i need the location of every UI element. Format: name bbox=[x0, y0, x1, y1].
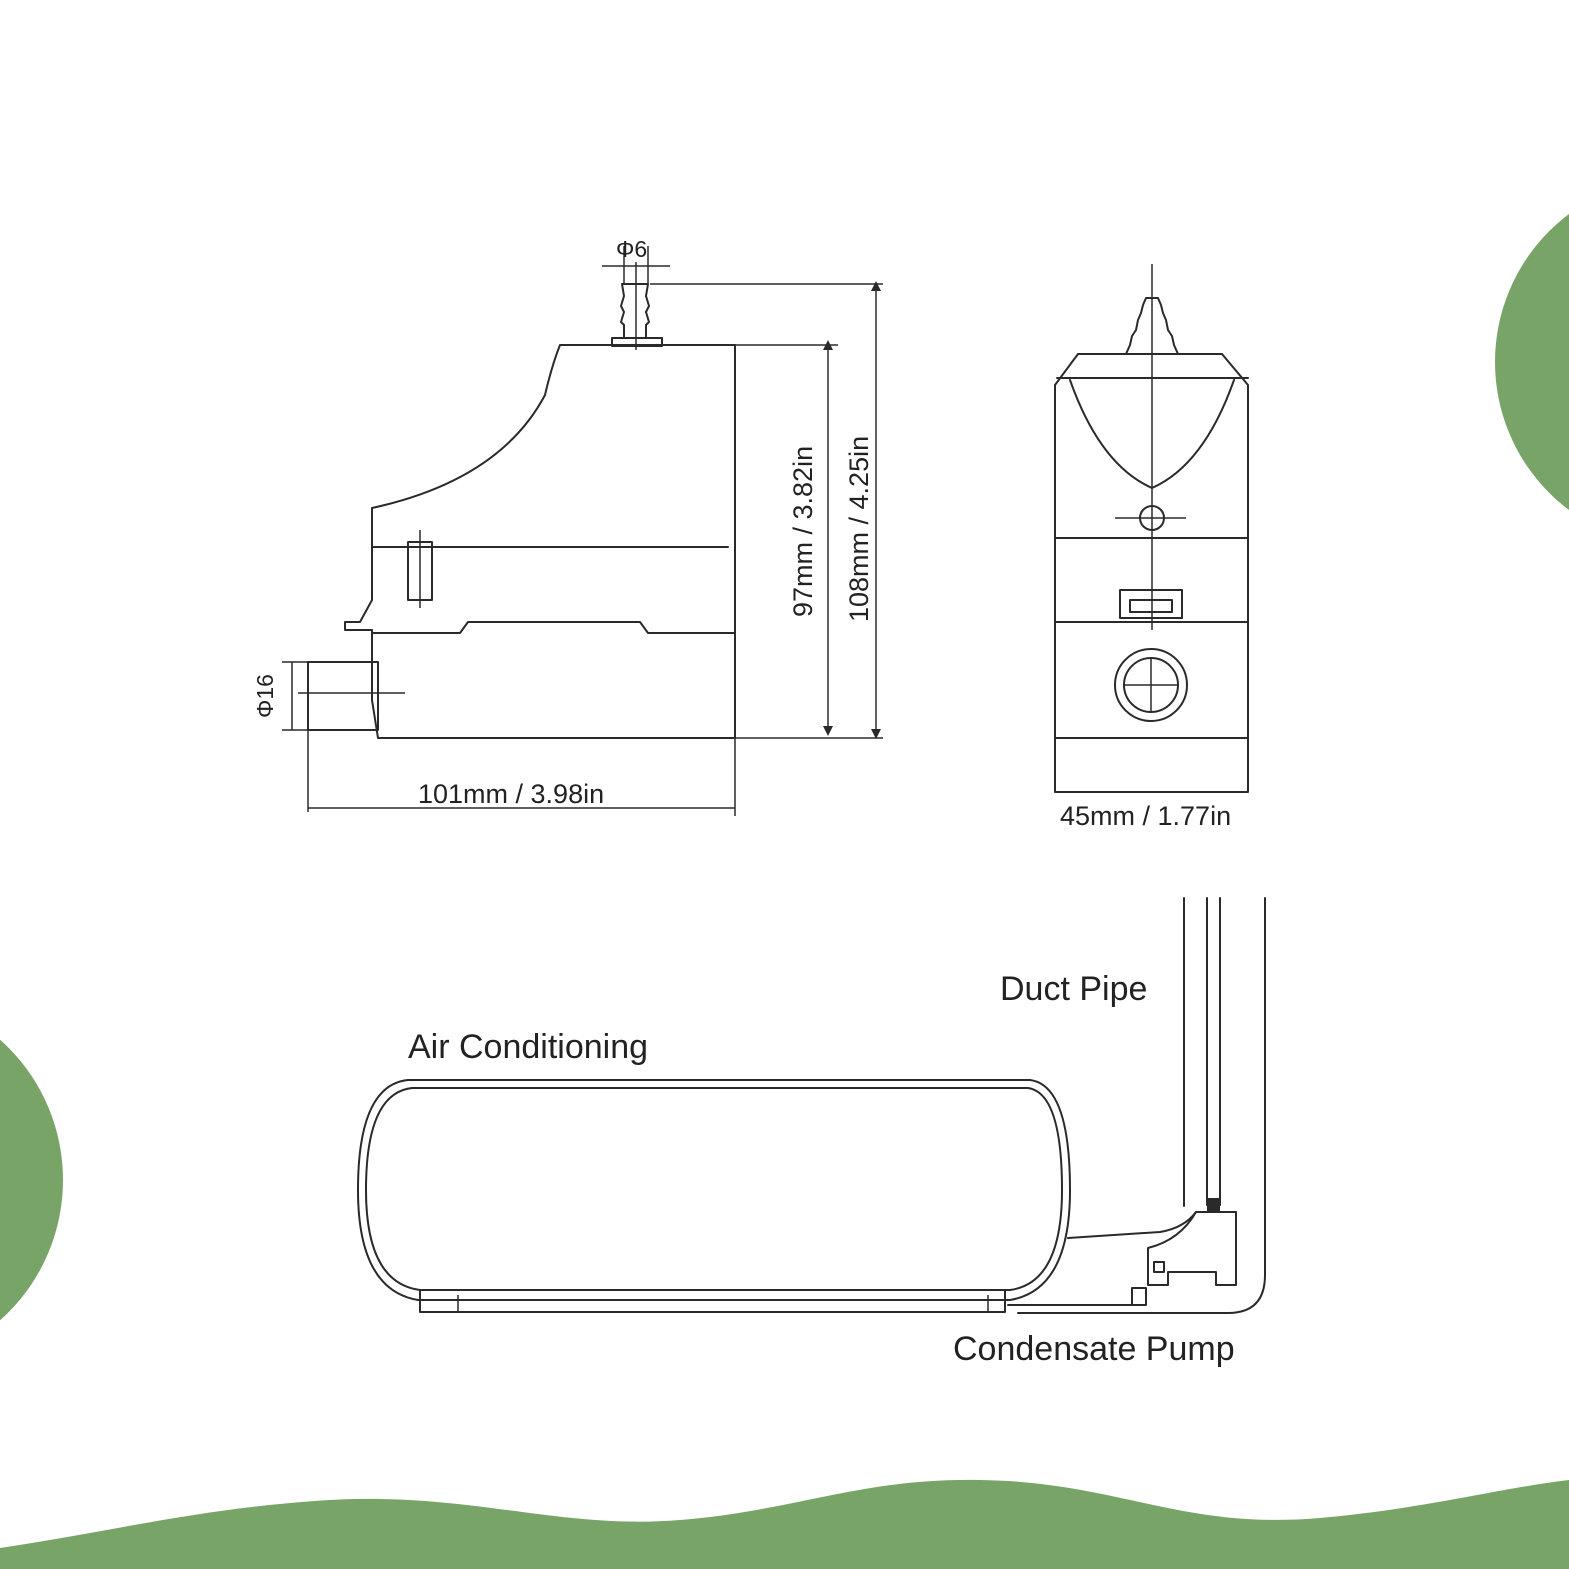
duct-pipe-label: Duct Pipe bbox=[1000, 970, 1147, 1008]
side-inlet-pipe bbox=[307, 661, 379, 731]
inlet-diameter-label: Φ16 bbox=[252, 674, 278, 718]
ac-unit-outer bbox=[357, 1079, 1071, 1301]
body-height-label: 97mm / 3.82in bbox=[788, 446, 818, 617]
total-height-label: 108mm / 4.25in bbox=[844, 436, 874, 622]
decor-circle-right bbox=[1495, 214, 1569, 510]
condensate-pump-inlet bbox=[1153, 1261, 1165, 1273]
side-outlet-barb bbox=[620, 283, 650, 339]
side-divider-base bbox=[371, 621, 736, 634]
outlet-diameter-label: Φ6 bbox=[616, 236, 647, 262]
side-outlet-base bbox=[611, 337, 663, 347]
decorative-background bbox=[0, 214, 1569, 1569]
width-label: 45mm / 1.77in bbox=[1060, 801, 1231, 831]
length-label: 101mm / 3.98in bbox=[418, 779, 604, 809]
wall-corner bbox=[1017, 897, 1266, 1314]
side-body-outline bbox=[344, 344, 736, 739]
pump-front-view: 45mm / 1.77in bbox=[1054, 264, 1249, 831]
front-outlet-barb bbox=[1125, 297, 1179, 355]
decor-wave-bottom bbox=[0, 1479, 1569, 1569]
front-body-outline bbox=[1054, 353, 1249, 793]
condensate-pump-body bbox=[1147, 1211, 1237, 1286]
ac-unit-inner bbox=[365, 1087, 1063, 1291]
installation-view: Duct Pipe Air Conditioning Condensate Pu… bbox=[357, 897, 1266, 1368]
front-latch-inner bbox=[1129, 599, 1173, 613]
condensate-pump-foot bbox=[1131, 1287, 1147, 1306]
decor-circle-left bbox=[0, 1039, 63, 1321]
pump-side-view: Φ6 Φ16 97mm / 3.82in 108mm / 4.25in 101m… bbox=[252, 236, 883, 816]
duct-pipe-joint bbox=[1207, 1198, 1220, 1212]
air-conditioning-label: Air Conditioning bbox=[408, 1028, 648, 1066]
condensate-pump-label: Condensate Pump bbox=[953, 1330, 1235, 1368]
ac-louver bbox=[419, 1289, 1006, 1313]
front-latch bbox=[1119, 589, 1183, 619]
front-arch bbox=[1069, 379, 1235, 489]
front-inlet-outer bbox=[1114, 648, 1188, 722]
